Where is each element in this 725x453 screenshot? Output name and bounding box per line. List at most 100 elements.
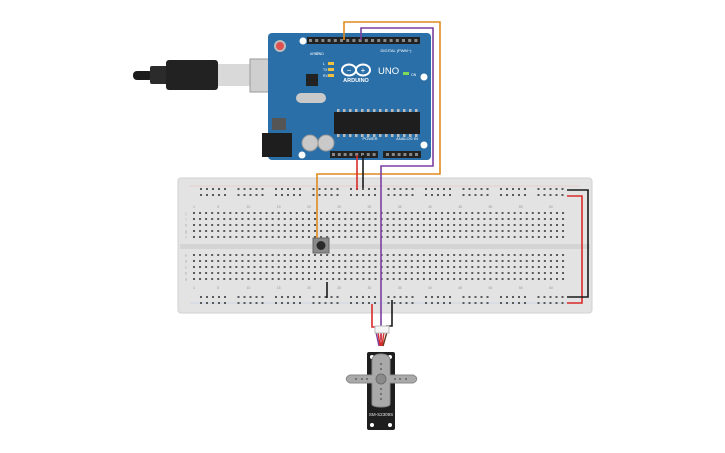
breadboard-hole [247, 278, 250, 280]
breadboard-hole [410, 236, 413, 238]
breadboard-hole [374, 260, 377, 262]
breadboard-hole [525, 218, 528, 220]
breadboard-hole [525, 224, 528, 226]
breadboard-hole [556, 254, 558, 256]
rail-hole [362, 194, 364, 196]
orange-wire[interactable] [316, 21, 441, 238]
breadboard-hole [471, 260, 474, 262]
breadboard-hole [265, 278, 268, 280]
servo-lead-red [377, 331, 385, 347]
breadboard-hole [229, 260, 232, 262]
breadboard-hole [471, 218, 474, 220]
breadboard-hole [283, 260, 286, 262]
breadboard-hole [556, 260, 558, 262]
reset-button[interactable] [274, 40, 286, 52]
breadboard-hole [556, 266, 558, 268]
breadboard-hole [416, 260, 419, 262]
breadboard-hole [320, 266, 323, 268]
purple-wire[interactable] [360, 27, 434, 340]
rail-hole [318, 296, 321, 298]
breadboard-hole [253, 230, 256, 232]
breadboard-hole [519, 212, 522, 214]
breadboard-hole [205, 218, 208, 220]
row-letter: j [185, 212, 187, 216]
red-rail-jumper[interactable] [567, 195, 583, 304]
breadboard-hole [513, 212, 516, 214]
breadboard-hole [410, 260, 413, 262]
rail-hole [537, 302, 540, 304]
black-rail-jumper[interactable] [567, 189, 589, 298]
rail-hole [200, 188, 202, 190]
rail-hole [393, 188, 396, 190]
breadboard-hole [332, 272, 335, 274]
breadboard-hole [543, 218, 546, 220]
rail-hole [293, 194, 295, 196]
breadboard-hole [392, 230, 395, 232]
pushbutton[interactable] [312, 237, 330, 254]
rail-hole [336, 302, 339, 304]
breadboard-hole [507, 266, 510, 268]
breadboard-hole [362, 272, 365, 274]
rail-hole [437, 188, 439, 190]
breadboard-hole [435, 224, 437, 226]
breadboard-hole [307, 230, 310, 232]
breadboard[interactable]: 1155101015152020252530303535404045455050… [177, 177, 593, 314]
rail-hole [362, 302, 364, 304]
breadboard-hole [326, 278, 329, 280]
breadboard-hole [211, 254, 214, 256]
breadboard-hole [459, 230, 462, 232]
breadboard-hole [271, 272, 274, 274]
rail-hole [324, 194, 327, 196]
rail-hole [468, 188, 471, 190]
servo-motor[interactable]: SM-S2309S [345, 325, 418, 430]
breadboard-hole [265, 272, 268, 274]
usb-chip [306, 74, 318, 86]
column-number: 20 [307, 205, 311, 209]
rail-hole [543, 194, 546, 196]
breadboard-hole [531, 224, 534, 226]
on-label: ON [411, 73, 417, 77]
breadboard-hole [435, 260, 437, 262]
header-pin [358, 39, 362, 42]
breadboard-hole [356, 266, 359, 268]
breadboard-hole [549, 260, 552, 262]
rail-hole [425, 296, 427, 298]
breadboard-hole [519, 260, 522, 262]
breadboard-hole [398, 218, 401, 220]
breadboard-hole [356, 278, 359, 280]
column-number: 25 [337, 205, 341, 209]
breadboard-hole [338, 218, 341, 220]
breadboard-hole [307, 272, 310, 274]
breadboard-hole [265, 230, 268, 232]
rail-hole [480, 188, 483, 190]
breadboard-hole [356, 236, 359, 238]
breadboard-hole [549, 278, 552, 280]
breadboard-hole [356, 230, 359, 232]
arduino-board[interactable]: − + ARDUINO UNO DIGITAL (PWM~) POWER ANA… [262, 33, 431, 160]
breadboard-hole [253, 278, 256, 280]
breadboard-hole [556, 218, 558, 220]
breadboard-hole [283, 278, 286, 280]
chip-pin [343, 134, 346, 137]
column-number: 60 [549, 205, 553, 209]
breadboard-hole [259, 260, 262, 262]
rail-hole [212, 296, 214, 298]
breadboard-hole [332, 218, 335, 220]
rail-hole [261, 296, 264, 298]
rail-hole [425, 194, 427, 196]
breadboard-hole [289, 230, 292, 232]
breadboard-hole [404, 266, 407, 268]
breadboard-hole [314, 272, 316, 274]
rail-hole [281, 296, 283, 298]
rail-hole [249, 302, 252, 304]
breadboard-hole [495, 212, 498, 214]
rail-hole [318, 302, 321, 304]
breadboard-hole [199, 224, 202, 226]
breadboard-hole [332, 260, 335, 262]
breadboard-hole [404, 260, 407, 262]
breadboard-hole [235, 254, 238, 256]
column-number: 40 [428, 286, 432, 290]
breadboard-hole [265, 254, 268, 256]
breadboard-hole [422, 254, 425, 256]
